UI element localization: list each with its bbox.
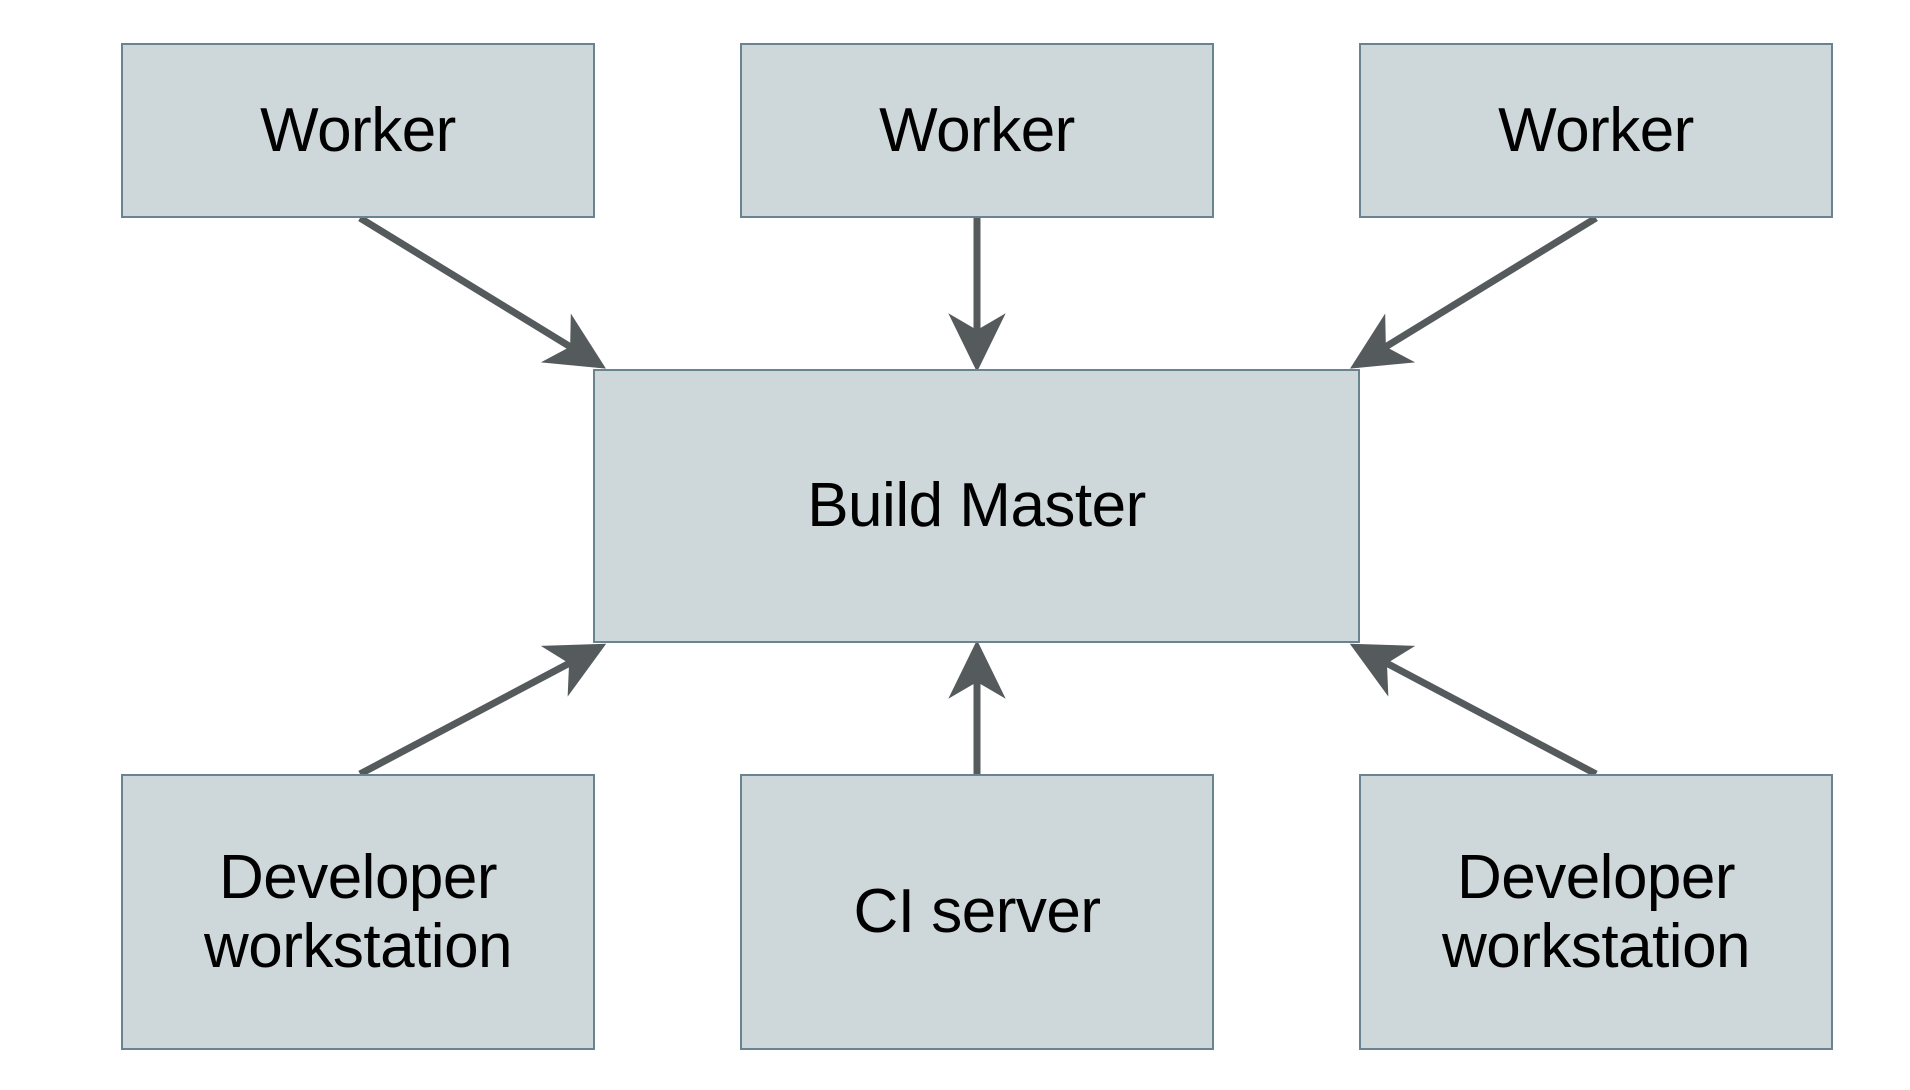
node-developer-workstation-right[interactable]: Developer workstation: [1359, 774, 1833, 1050]
node-label: Developer workstation: [1441, 842, 1751, 981]
node-label: Build Master: [807, 471, 1146, 541]
node-worker-3[interactable]: Worker: [1359, 43, 1833, 218]
node-label: Developer workstation: [203, 842, 513, 981]
node-ci-server[interactable]: CI server: [740, 774, 1214, 1050]
edge-worker1-to-master: [358, 215, 606, 369]
node-label: CI server: [853, 877, 1101, 947]
edge-devwsright-to-master: [1349, 643, 1598, 778]
edge-worker3-to-master: [1350, 215, 1598, 369]
node-worker-2[interactable]: Worker: [740, 43, 1214, 218]
node-label: Worker: [879, 95, 1075, 165]
node-build-master[interactable]: Build Master: [593, 369, 1360, 643]
node-worker-1[interactable]: Worker: [121, 43, 595, 218]
node-label: Worker: [260, 95, 456, 165]
edge-devwsleft-to-master: [358, 643, 607, 778]
node-label: Worker: [1498, 95, 1694, 165]
node-developer-workstation-left[interactable]: Developer workstation: [121, 774, 595, 1050]
